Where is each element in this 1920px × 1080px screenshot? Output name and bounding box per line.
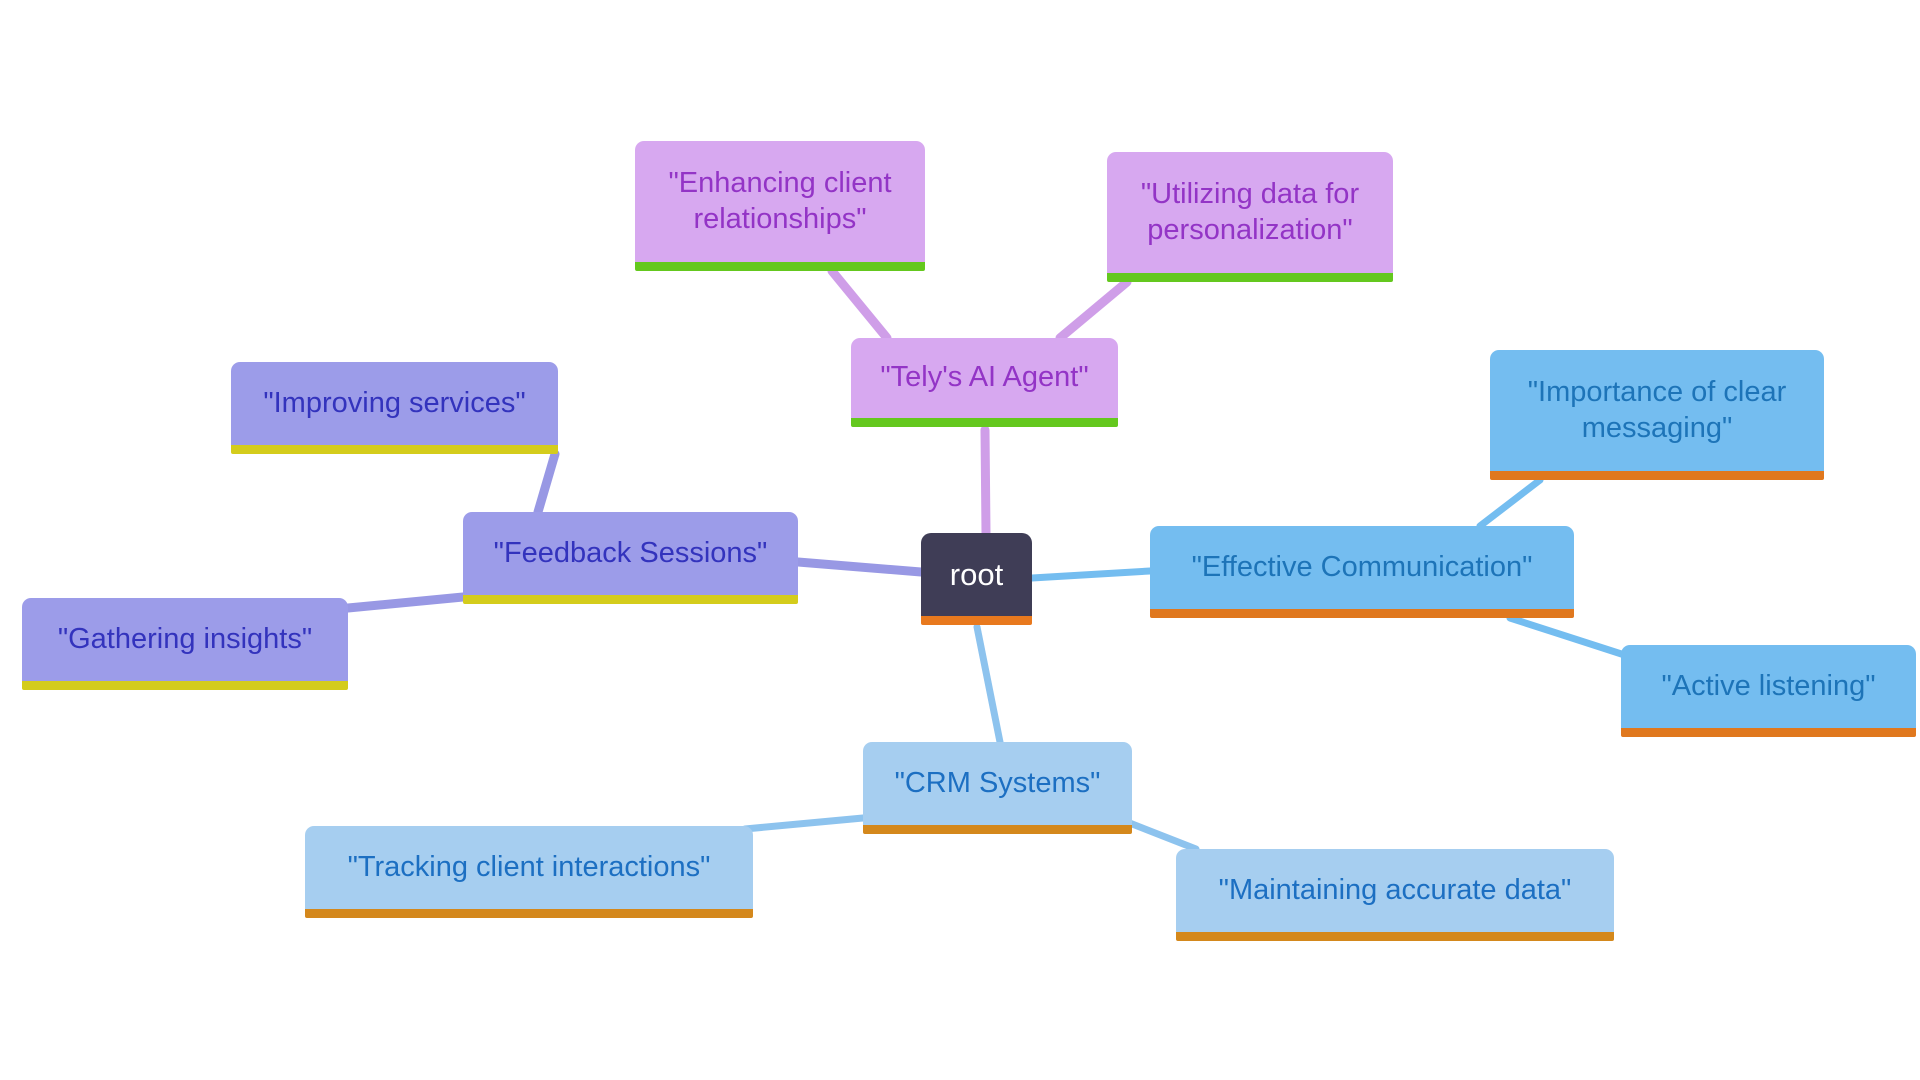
node-gathering-insights[interactable]: "Gathering insights" <box>22 598 348 690</box>
edge-crm-to-maintaining <box>1118 816 1200 853</box>
node-effective-communication[interactable]: "Effective Communication" <box>1150 526 1574 618</box>
node-feedback-sessions[interactable]: "Feedback Sessions" <box>463 512 798 604</box>
node-tracking-client-interactions[interactable]: "Tracking client interactions" <box>305 826 753 918</box>
edge-root-to-effective <box>1028 567 1154 582</box>
node-enhancing-client-relationships[interactable]: "Enhancing client relationships" <box>635 141 925 271</box>
node-improving-services[interactable]: "Improving services" <box>231 362 558 454</box>
edge-effective-to-importance <box>1476 476 1544 530</box>
node-tely-ai-agent[interactable]: "Tely's AI Agent" <box>851 338 1118 427</box>
node-active-listening[interactable]: "Active listening" <box>1621 645 1916 737</box>
edge-root-to-tely <box>980 425 991 538</box>
edge-root-to-feedback <box>793 557 926 577</box>
edge-root-to-crm <box>973 623 1004 746</box>
node-crm-systems[interactable]: "CRM Systems" <box>863 742 1132 834</box>
edge-feedback-to-improving <box>533 449 560 517</box>
node-maintaining-accurate-data[interactable]: "Maintaining accurate data" <box>1176 849 1614 941</box>
node-root[interactable]: root <box>921 533 1032 625</box>
edge-crm-to-tracking <box>741 814 867 833</box>
edge-feedback-to-gathering <box>343 592 468 613</box>
node-importance-of-clear-messaging[interactable]: "Importance of clear messaging" <box>1490 350 1824 480</box>
node-utilizing-data-for-personalization[interactable]: "Utilizing data for personalization" <box>1107 152 1393 282</box>
edge-tely-to-enhancing <box>827 266 892 343</box>
edge-tely-to-utilizing <box>1055 277 1132 343</box>
